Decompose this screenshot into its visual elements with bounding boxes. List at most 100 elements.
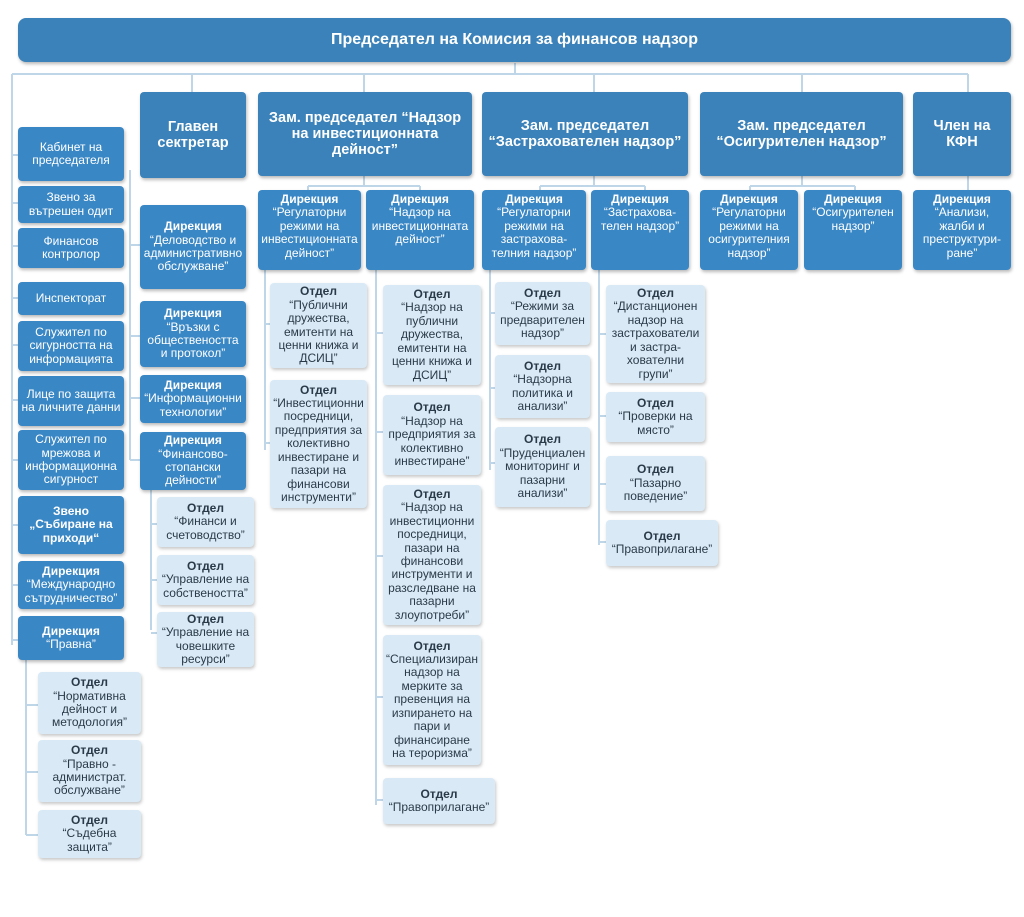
directorate-title: Дирекция [164,377,222,392]
dir-finance: Дирекция “Финансово-стопански дейности” [140,432,246,490]
directorate-name: “Анализи, жалби и преструктури-ране” [922,205,1002,260]
dept-name: “Пруденциален мониторинг и пазарни анали… [499,445,586,501]
dept-name: “Специализиран надзор на мерките за прев… [386,651,478,761]
dept-inv-intermediaries: Отдел “Инвестиционни посредници, предпри… [270,380,367,508]
directorate-title: Дирекция [280,192,339,206]
directorate-title: Дирекция [611,192,669,206]
head-label: Зам. председател “Осигурителен надзор” [716,117,887,150]
head-pension: Зам. председател “Осигурителен надзор” [700,92,903,176]
dept-name: “Управление на човешките ресурси” [161,625,250,666]
cabinet-item-label: Кабинет на председателя [32,139,110,167]
dept-title: Отдел [413,286,451,301]
directorate-name: “Регулаторни режими на осигурителния над… [708,205,790,260]
directorate-title: Дирекция [824,192,882,206]
dept-title: Отдел [71,675,108,690]
dir-ins-supervision: Дирекция “Застрахова-телен надзор” [591,190,689,270]
dept-title: Отдел [413,400,451,415]
chairman-box: Председател на Комисия за финансов надзо… [18,18,1011,62]
head-label: Зам. председател “Застрахователен надзор… [488,117,682,150]
cabinet-item-label: Служител по сигурността на информацията [29,324,113,366]
dept-ins-prior-regimes: Отдел “Режими за предварителен надзор” [495,282,590,345]
dept-ins-remote: Отдел “Дистанционен надзор на застрахова… [606,285,705,383]
dept-ins-enforcement: Отдел “Правоприлагане” [606,520,718,566]
dept-title: Отдел [420,786,458,801]
dept-title: Отдел [637,462,674,477]
dept-title: Отдел [524,432,561,447]
chairman-label: Председател на Комисия за финансов надзо… [331,31,698,49]
cabinet-item: Инспекторат [18,282,124,315]
dept-title: Отдел [637,395,674,410]
dept-name: “Надзорна политика и анализи” [511,372,574,413]
dept-title: Отдел [300,382,337,397]
dept-sup-collective: Отдел “Надзор на предприятия за колектив… [383,395,481,475]
cabinet-item: Служител по мрежова и информационна сигу… [18,430,124,490]
dept-title: Отдел [637,285,674,300]
head-label: Главен сектретар [157,118,229,151]
dept-title: Отдел [524,285,561,300]
directorate-name: “Регулаторни режими на инвестиционната д… [261,205,358,260]
dept-legal-admin: Отдел “Правно - администрат. обслужване” [38,740,141,802]
dir-ins-regimes: Дирекция “Регулаторни режими на застрахо… [482,190,586,270]
dept-property: Отдел “Управление на собствеността” [157,555,254,605]
cabinet-item: Звено за вътрешен одит [18,186,124,223]
dept-ins-market-conduct: Отдел “Пазарно поведение” [606,456,705,511]
directorate-name: “Регулаторни режими на застрахова-телния… [491,205,577,260]
dept-title: Отдел [187,612,224,626]
directorate-name: “Деловодство и административно обслужван… [143,232,243,274]
unit-title: Звено [53,503,89,518]
dept-sup-public-companies: Отдел “Надзор на публични дружества, еми… [383,285,481,385]
head-label: Член на КФН [933,117,991,150]
dept-finance-accounting: Отдел “Финанси и счетоводство” [157,497,254,547]
directorate-title: Дирекция [391,192,449,206]
dept-name: “Съдебна защита” [62,826,117,854]
head-insurance: Зам. председател “Застрахователен надзор… [482,92,688,176]
dept-legal-court: Отдел “Съдебна защита” [38,810,141,858]
dir-analyses-complaints: Дирекция “Анализи, жалби и преструктури-… [913,190,1011,270]
dir-public-relations: Дирекция “Връзки с обществеността и прот… [140,301,246,367]
dept-title: Отдел [300,284,337,299]
dept-ins-policy: Отдел “Надзорна политика и анализи” [495,355,590,418]
directorate-title: Дирекция [42,623,100,638]
dept-name: “Правоприлагане” [388,800,490,814]
dept-name: “Режими за предварителен надзор” [500,299,585,340]
cabinet-item: Служител по сигурността на информацията [18,321,124,371]
dept-title: Отдел [71,743,108,758]
cabinet-item-label: Лице по защита на личните данни [21,386,121,414]
cabinet-item: Финансов контролор [18,228,124,268]
dir-it: Дирекция “Информационни технологии” [140,375,246,423]
dir-pen-supervision: Дирекция “Осигурителен надзор” [804,190,902,270]
cabinet-item: Лице по защита на личните данни [18,376,124,426]
dept-name: “Надзор на предприятия за колективно инв… [388,413,476,469]
dept-title: Отдел [524,358,561,373]
head-member: Член на КФН [913,92,1011,176]
dept-title: Отдел [71,812,108,827]
dept-name: “Проверки на място” [618,409,693,437]
head-secretary: Главен сектретар [140,92,246,178]
dir-legal: Дирекция “Правна” [18,616,124,660]
dir-pen-regimes: Дирекция “Регулаторни режими на осигурит… [700,190,798,270]
directorate-title: Дирекция [42,563,100,578]
dept-sup-enforcement: Отдел “Правоприлагане” [383,778,495,824]
directorate-name: “Връзки с обществеността и протокол” [147,319,239,361]
dept-sup-intermediaries: Отдел “Надзор на инвестиционни посредниц… [383,485,481,625]
dept-name: “Управление на собствеността” [161,572,250,600]
dir-international: Дирекция “Международно сътрудничество” [18,561,124,609]
dept-name: “Правоприлагане” [611,542,713,556]
unit-name: „Събиране на приходи“ [29,517,113,545]
directorate-name: “Осигурителен надзор” [812,205,894,233]
directorate-title: Дирекция [505,192,563,206]
directorate-title: Дирекция [164,306,222,321]
dept-ins-prudential: Отдел “Пруденциален мониторинг и пазарни… [495,427,590,507]
dept-name: “Правно - администрат. обслужване” [52,756,127,798]
dept-sup-aml: Отдел “Специализиран надзор на мерките з… [383,635,481,765]
head-investment: Зам. председател “Надзор на инвестиционн… [258,92,472,176]
directorate-name: “Надзор на инвестиционната дейност” [371,205,469,247]
cabinet-item-label: Инспекторат [35,290,107,305]
dept-name: “Финанси и счетоводство” [166,514,245,542]
dept-name: “Надзор на публични дружества, емитенти … [391,300,473,382]
head-label: Зам. председател “Надзор на инвестиционн… [268,109,462,159]
dir-records: Дирекция “Деловодство и административно … [140,205,246,289]
directorate-name: “Застрахова-телен надзор” [600,205,680,233]
directorate-name: “Информационни технологии” [144,391,242,419]
cabinet-item-label: Звено за вътрешен одит [28,190,114,218]
